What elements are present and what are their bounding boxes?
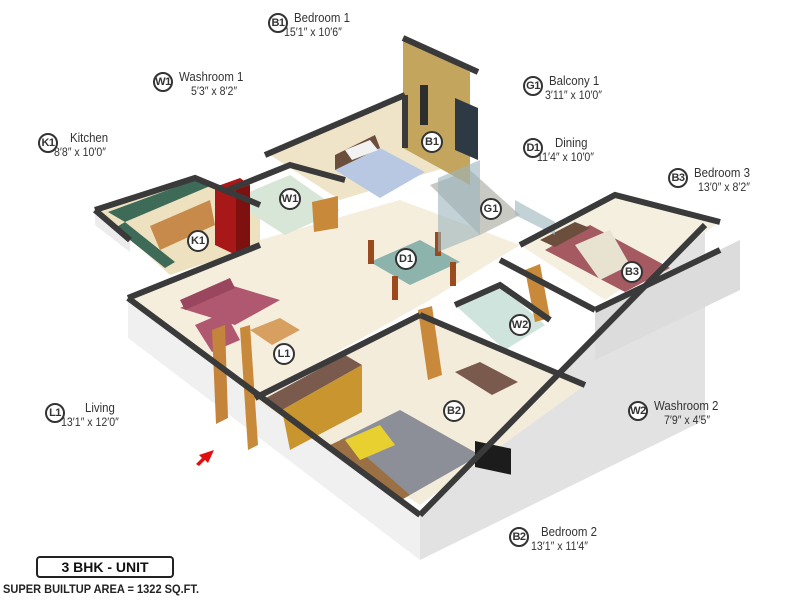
- room-dims: 13′1″ x 12′0″: [61, 415, 119, 429]
- room-dims: 7′9″ x 4′5″: [664, 413, 711, 427]
- tag-g1: G1: [480, 198, 502, 220]
- badge-b2: B2: [509, 527, 529, 547]
- wall-tops: [93, 35, 722, 518]
- tag-k1: K1: [187, 230, 209, 252]
- room-dims: 13′1″ x 11′4″: [531, 539, 589, 553]
- legend-living: L1 Living 13′1″ x 12′0″: [45, 401, 127, 429]
- legend-bedroom-3: B3 Bedroom 3 13′0″ x 8′2″: [668, 166, 758, 194]
- room-name: Bedroom 1: [294, 10, 350, 25]
- legend-kitchen: K1 Kitchen 8′8″ x 10′0″: [38, 131, 113, 159]
- door-b2: [418, 306, 442, 380]
- room-dims: 15′1″ x 10′6″: [284, 25, 342, 39]
- room-name: Kitchen: [70, 130, 109, 145]
- tag-l1: L1: [273, 343, 295, 365]
- tag-w1: W1: [279, 188, 301, 210]
- tag-d1: D1: [395, 248, 417, 270]
- tag-b3: B3: [621, 261, 643, 283]
- tag-b2: B2: [443, 400, 465, 422]
- room-name: Bedroom 2: [541, 524, 597, 539]
- badge-w1: W1: [153, 72, 173, 92]
- room-name: Living: [85, 400, 115, 415]
- legend-washroom-2: W2 Washroom 2 7′9″ x 4′5″: [628, 399, 727, 427]
- bedroom2-bed: [330, 410, 480, 502]
- legend-dining: D1 Dining 11′4″ x 10′0″: [523, 136, 602, 164]
- badge-d1: D1: [523, 138, 543, 158]
- legend-washroom-1: W1 Washroom 1 5′3″ x 8′2″: [153, 70, 252, 98]
- tag-w2: W2: [509, 314, 531, 336]
- room-dims: 8′8″ x 10′0″: [54, 145, 106, 159]
- balcony-glass: [438, 160, 555, 252]
- badge-w2: W2: [628, 401, 648, 421]
- bedroom1-accent-wall: [403, 38, 470, 185]
- room-dims: 3′11″ x 10′0″: [545, 88, 603, 102]
- room-name: Dining: [555, 135, 588, 150]
- door-w1: [312, 196, 338, 232]
- tv-unit: [455, 362, 518, 395]
- badge-k1: K1: [38, 133, 58, 153]
- badge-b1: B1: [268, 13, 288, 33]
- badge-b3: B3: [668, 168, 688, 188]
- room-name: Washroom 1: [179, 69, 244, 84]
- bedroom1-bed: [335, 135, 425, 198]
- legend-bedroom-2: B2 Bedroom 2 13′1″ x 11′4″: [509, 525, 605, 553]
- legend-bedroom-1: B1 Bedroom 1 15′1″ x 10′6″: [268, 11, 358, 39]
- legend-balcony-1: G1 Balcony 1 3′11″ x 10′0″: [523, 74, 610, 102]
- entry-door: [212, 325, 228, 424]
- super-builtup-area: SUPER BUILTUP AREA = 1322 SQ.FT.: [3, 582, 200, 596]
- room-name: Balcony 1: [549, 73, 600, 88]
- tag-b1: B1: [421, 131, 443, 153]
- badge-l1: L1: [45, 403, 65, 423]
- room-name: Bedroom 3: [694, 165, 750, 180]
- room-dims: 13′0″ x 8′2″: [698, 180, 750, 194]
- room-dims: 11′4″ x 10′0″: [537, 150, 595, 164]
- badge-g1: G1: [523, 76, 543, 96]
- entry-arrow-icon: [196, 450, 214, 466]
- room-dims: 5′3″ x 8′2″: [191, 84, 238, 98]
- room-name: Washroom 2: [654, 398, 719, 413]
- unit-type-label: 3 BHK - UNIT: [36, 556, 174, 578]
- kitchen-counter: [108, 180, 215, 268]
